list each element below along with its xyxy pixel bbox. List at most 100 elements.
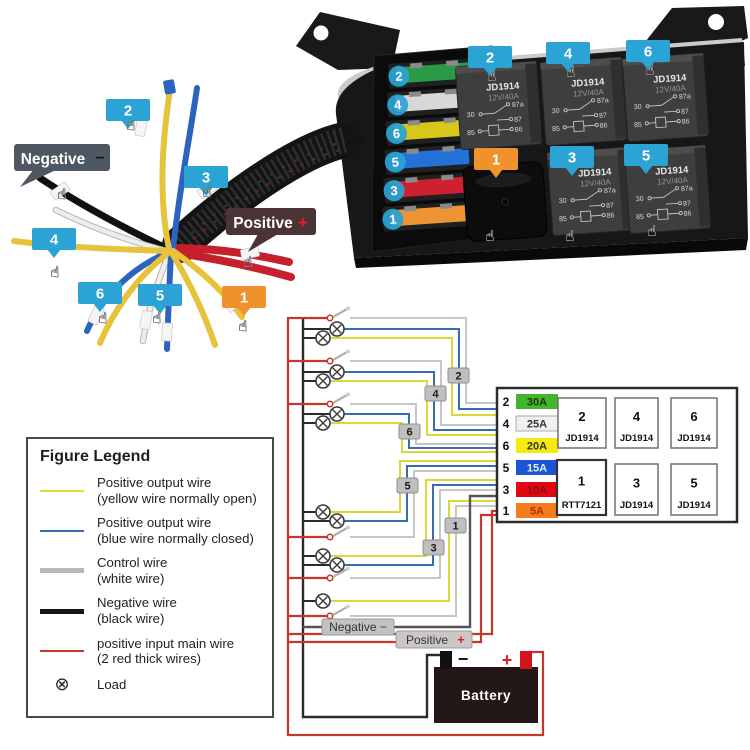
relay-cell-model: RTT7121 (562, 500, 602, 511)
fuse-slot-1: 1 (382, 200, 476, 232)
pin-85-label: 85 (636, 214, 644, 222)
legend-text: Negative wire (97, 595, 177, 611)
switch-symbols (326, 306, 350, 620)
diagram-wire-tag-2: 2 (447, 367, 470, 384)
tag-box (184, 166, 228, 188)
battery-positive-terminal (520, 651, 532, 669)
load-symbol (315, 373, 331, 389)
fuse-badge-number: 4 (394, 97, 403, 113)
fuse-position-number: 1 (503, 504, 510, 518)
tag-number: 6 (406, 427, 412, 439)
load-symbol (315, 548, 331, 564)
fuse-amp-swatch (516, 482, 558, 497)
bracket-hole (313, 25, 329, 41)
yellow-output-wires (330, 337, 497, 602)
photo-relay-tag-5: 5 (624, 144, 668, 174)
photo-wire-tag-4: 4 (32, 228, 76, 258)
tag-number: 6 (644, 44, 652, 61)
sleeve-red-strand (189, 149, 341, 243)
pin-30-label: 30 (634, 104, 642, 112)
fuse-number-badge (382, 208, 404, 230)
legend-item: Positive output wire(blue wire normally … (40, 515, 262, 546)
load-symbol (329, 406, 345, 422)
red-positive-wire (168, 248, 295, 281)
legend-text: Control wire (97, 555, 168, 571)
load-symbols (315, 321, 345, 609)
hand-cursor-icon: ☝ (645, 61, 654, 79)
pin-85-label: 85 (467, 130, 475, 138)
tag-number: 3 (202, 170, 210, 187)
hand-cursor-icon: ☝ (243, 253, 252, 271)
fuse-number-badge (383, 180, 405, 202)
relay-cell-number: 4 (633, 409, 641, 424)
photo-wire-tag-1: 1 (222, 286, 266, 316)
fuse-amp-swatch (516, 503, 558, 518)
tag-box (32, 228, 76, 250)
tag-number: 2 (486, 50, 494, 67)
fuse-number-badge (384, 151, 406, 173)
legend-item: Control wire(white wire) (40, 555, 262, 586)
fuse-position-number: 4 (503, 417, 510, 431)
yellow-wire (170, 248, 245, 320)
relay-cell-model: JD1914 (620, 433, 654, 444)
tag-tail (47, 249, 61, 258)
switch-symbol (326, 604, 350, 620)
tag-box (474, 148, 518, 170)
fuse-badge-number: 3 (390, 183, 398, 198)
diagram-wire-tag-4: 4 (424, 385, 447, 402)
switch-symbol (326, 306, 350, 322)
blue-wire (170, 85, 200, 252)
pin-87-label: 87 (683, 200, 691, 208)
wire-marker (50, 182, 70, 200)
tag-number: 3 (568, 150, 576, 167)
diagram-wire-tag-1: 1 (444, 517, 467, 534)
yellow-wire-swatch (40, 489, 84, 492)
tag-number: 1 (240, 290, 248, 307)
pin-85-label: 85 (559, 216, 567, 224)
battery: − + Battery (434, 649, 538, 723)
pin-87a-label: 87a (512, 101, 524, 109)
negative-line-tag: Negative − (321, 618, 395, 636)
tag-number: 5 (156, 288, 164, 305)
switch-symbol (326, 392, 350, 408)
relay-schematic (477, 102, 514, 137)
diagram-wire-tag-6: 6 (398, 423, 421, 440)
relay-model-label: JD1914 (571, 76, 606, 89)
fuse-badge-number: 5 (391, 154, 399, 169)
relay-rating-label: 12V/40A (655, 83, 687, 94)
pin-87a-label: 87a (679, 93, 691, 101)
fuse-amp-label: 20A (527, 441, 547, 453)
positive-sign: + (298, 213, 308, 232)
pin-30-label: 30 (559, 198, 567, 206)
positive-callout: Positive + (226, 208, 316, 252)
tag-box (138, 284, 182, 306)
tag-number: 4 (432, 389, 439, 401)
pin-30-label: 30 (636, 196, 644, 204)
relay-cell-number: 3 (633, 476, 640, 491)
legend-text: (blue wire normally closed) (97, 530, 254, 546)
positive-line-label: Positive (406, 633, 448, 647)
yellow-wire (97, 251, 170, 346)
tag-number: 5 (642, 148, 650, 165)
pin-87a-label: 87a (604, 187, 616, 195)
tag-tail (199, 187, 213, 196)
relay-rating-label: 12V/40A (573, 87, 605, 98)
hand-cursor-icon: ☝ (202, 183, 211, 201)
switch-symbol (326, 566, 350, 582)
legend-item: positive input main wire(2 red thick wir… (40, 636, 262, 667)
legend-text: positive input main wire (97, 635, 235, 651)
tag-box (222, 286, 266, 308)
photo-wire-tag-2: 2 (106, 99, 150, 129)
